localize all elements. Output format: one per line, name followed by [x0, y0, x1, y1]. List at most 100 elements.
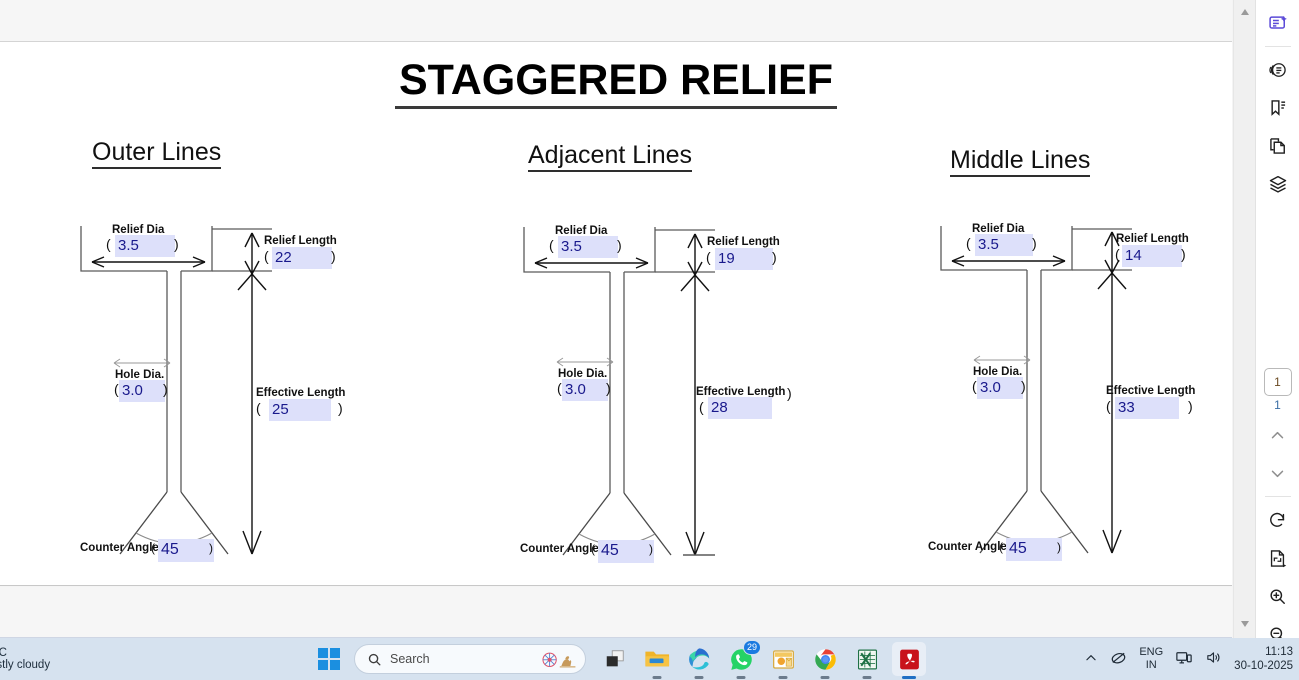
file-explorer-icon — [645, 651, 670, 667]
start-button[interactable] — [312, 642, 346, 676]
relief-dia-open-paren: ( — [966, 235, 971, 251]
fit-page-icon[interactable] — [1263, 543, 1293, 573]
relief-length-open-paren: ( — [264, 248, 269, 264]
hole-dia-label: Hole Dia. — [115, 369, 165, 381]
task-view-button[interactable] — [598, 642, 632, 676]
pdf-tools-sidebar: 1 1 — [1255, 0, 1299, 638]
language-secondary: IN — [1145, 659, 1157, 671]
effective-length-open-paren: ( — [1106, 398, 1111, 414]
relief-length-label: Relief Length — [1116, 233, 1189, 245]
copy-pages-icon[interactable] — [1263, 131, 1293, 161]
outlook-button[interactable] — [766, 642, 800, 679]
scroll-down-icon[interactable] — [1234, 614, 1256, 634]
relief-dia-label: Relief Dia — [555, 225, 608, 237]
diagram-outer-lines: Outer Lines — [0, 42, 400, 585]
show-hidden-icons-button[interactable] — [1084, 651, 1098, 668]
relief-length-field[interactable]: 19 — [715, 248, 773, 270]
counter-angle-field[interactable]: 45 — [598, 540, 654, 563]
counter-angle-open-paren: ( — [591, 542, 595, 556]
relief-length-label: Relief Length — [264, 235, 337, 247]
effective-length-close-paren: ) — [1188, 398, 1193, 414]
effective-length-field[interactable]: 28 — [708, 397, 772, 419]
relief-dia-field[interactable]: 3.5 — [558, 236, 618, 258]
outlook-icon — [772, 649, 794, 669]
running-indicator — [736, 676, 746, 679]
bookmark-icon[interactable] — [1263, 93, 1293, 123]
language-indicator[interactable]: ENG IN — [1139, 646, 1163, 671]
microsoft-excel-button[interactable] — [850, 642, 884, 679]
relief-length-field[interactable]: 22 — [272, 247, 332, 269]
hole-dia-close-paren: ) — [163, 381, 168, 397]
active-indicator — [902, 676, 916, 679]
counter-angle-field[interactable]: 45 — [158, 539, 214, 562]
whatsapp-button[interactable]: 29 — [724, 640, 761, 679]
hole-dia-field[interactable]: 3.0 — [562, 379, 608, 401]
column-heading: Outer Lines — [92, 138, 222, 169]
hole-dia-open-paren: ( — [972, 378, 977, 394]
page-up-icon[interactable] — [1263, 420, 1293, 450]
add-notes-icon[interactable] — [1263, 8, 1293, 38]
read-aloud-icon[interactable] — [1263, 55, 1293, 85]
weather-widget[interactable]: °C ostly cloudy — [0, 638, 96, 680]
clock-time: 11:13 — [1265, 645, 1293, 658]
effective-length-open-paren: ( — [256, 400, 261, 416]
language-primary: ENG — [1139, 646, 1164, 659]
relief-dia-field[interactable]: 3.5 — [115, 235, 175, 257]
task-view-icon — [606, 650, 624, 667]
hole-dia-field[interactable]: 3.0 — [119, 380, 165, 402]
chevron-up-icon — [1086, 654, 1096, 660]
adjacent-lines-drawing — [523, 227, 715, 556]
current-page-input[interactable]: 1 — [1263, 368, 1292, 396]
adobe-acrobat-button[interactable] — [892, 642, 926, 679]
relief-dia-close-paren: ) — [174, 236, 179, 252]
hole-dia-open-paren: ( — [114, 381, 119, 397]
relief-dia-open-paren: ( — [549, 237, 554, 253]
effective-length-field[interactable]: 25 — [269, 399, 331, 421]
rotate-icon[interactable] — [1263, 505, 1293, 535]
running-indicator — [652, 676, 662, 679]
clock[interactable]: 11:13 30-10-2025 — [1234, 645, 1293, 674]
file-explorer-button[interactable] — [640, 642, 674, 679]
relief-length-open-paren: ( — [1115, 246, 1120, 262]
scroll-up-icon[interactable] — [1234, 2, 1256, 22]
network-status-button[interactable] — [1110, 649, 1127, 669]
microsoft-edge-icon — [689, 648, 710, 670]
search-input[interactable]: Search — [354, 644, 586, 674]
adobe-acrobat-icon — [899, 649, 919, 669]
display-icon — [1176, 651, 1192, 663]
clock-date: 30-10-2025 — [1234, 660, 1293, 672]
system-tray: ENG IN 11:13 30-10-2025 — [1084, 638, 1293, 680]
windows-logo-icon — [318, 648, 340, 670]
zoom-in-icon[interactable] — [1263, 581, 1293, 611]
counter-angle-label: Counter Angle — [928, 541, 1007, 553]
zoom-out-icon[interactable] — [1263, 619, 1293, 638]
relief-dia-field[interactable]: 3.5 — [975, 234, 1033, 256]
counter-angle-label: Counter Angle — [520, 543, 599, 555]
running-indicator — [862, 676, 872, 679]
hole-dia-label: Hole Dia. — [558, 368, 608, 380]
microsoft-edge-button[interactable] — [682, 642, 716, 679]
layers-icon[interactable] — [1263, 169, 1293, 199]
middle-lines-drawing — [940, 226, 1132, 554]
display-settings-button[interactable] — [1175, 649, 1193, 670]
running-indicator — [778, 676, 788, 679]
relief-length-field[interactable]: 14 — [1122, 245, 1182, 267]
effective-length-close-paren: ) — [787, 385, 792, 401]
outer-lines-drawing — [80, 226, 272, 555]
hole-dia-close-paren: ) — [1021, 378, 1026, 394]
counter-angle-field[interactable]: 45 — [1006, 538, 1062, 561]
hole-dia-field[interactable]: 3.0 — [977, 377, 1023, 399]
windows-taskbar: °C ostly cloudy Search — [0, 638, 1299, 680]
page-down-icon[interactable] — [1263, 458, 1293, 488]
vertical-scrollbar[interactable] — [1233, 0, 1255, 638]
google-chrome-icon — [814, 648, 836, 670]
search-icon — [368, 653, 381, 665]
counter-angle-open-paren: ( — [151, 541, 155, 555]
volume-button[interactable] — [1205, 649, 1222, 669]
no-internet-icon — [1112, 652, 1126, 664]
page-title: STAGGERED RELIEF — [0, 56, 1232, 109]
effective-length-field[interactable]: 33 — [1115, 397, 1179, 419]
counter-angle-open-paren: ( — [999, 540, 1003, 554]
google-chrome-button[interactable] — [808, 642, 842, 679]
